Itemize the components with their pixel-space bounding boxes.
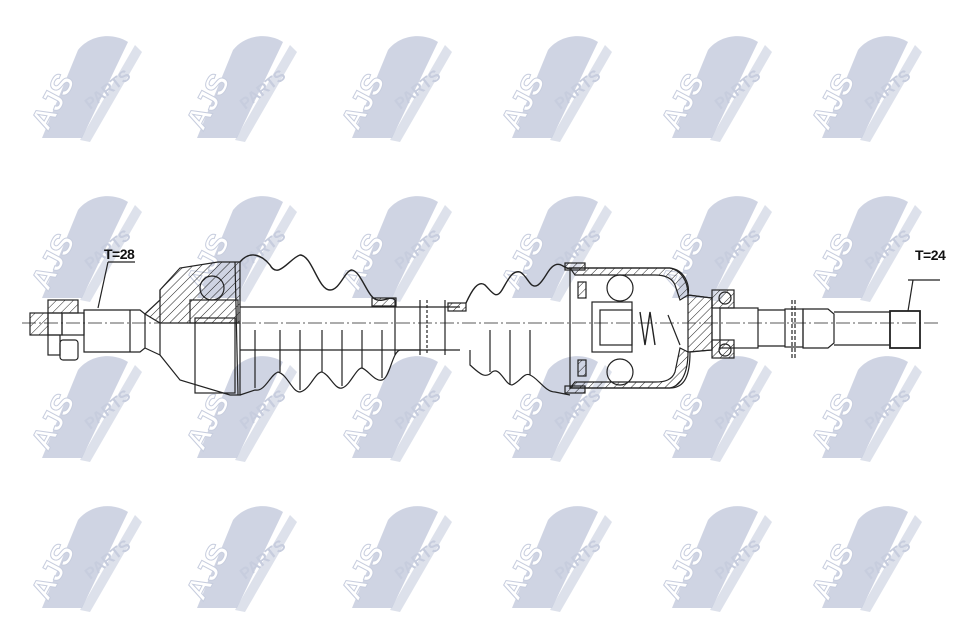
inner-boot [447,262,586,396]
right-spline-label: T=24 [915,247,946,263]
outer-boot [239,254,420,396]
left-outer-stub [29,261,146,361]
right-stub [711,279,940,359]
outer-cv-joint [144,261,241,396]
left-spline-label: T=28 [104,246,135,262]
inner-tripod-joint [568,267,713,389]
center-shaft [240,300,460,355]
